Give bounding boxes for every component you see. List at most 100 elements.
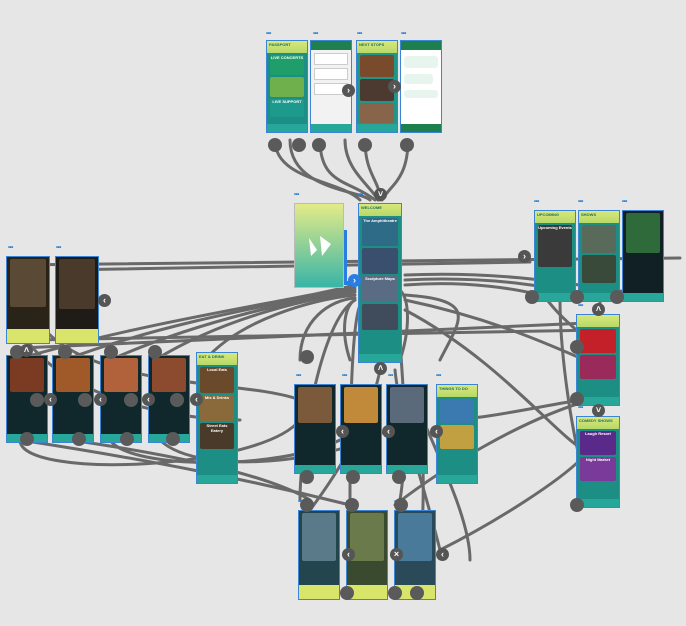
card-image[interactable]: The Amphitheatre	[362, 218, 398, 246]
map-screen[interactable]	[6, 256, 50, 344]
tab-bar[interactable]	[359, 354, 401, 362]
connection-handle[interactable]	[300, 498, 314, 512]
card-image[interactable]: Upcoming Events	[538, 225, 572, 267]
connection-handle[interactable]	[300, 470, 314, 484]
connection-handle[interactable]	[148, 345, 162, 359]
tab-bar[interactable]	[623, 293, 663, 301]
connection-handle[interactable]	[610, 290, 624, 304]
chevron-right-icon[interactable]: ›	[518, 250, 531, 263]
chevron-left-icon[interactable]: ‹	[98, 294, 111, 307]
chevron-left-icon[interactable]: ‹	[142, 393, 155, 406]
chevron-right-icon[interactable]: ›	[388, 80, 401, 93]
live-support-screen[interactable]	[400, 40, 442, 133]
connection-handle[interactable]	[400, 138, 414, 152]
card-image[interactable]	[362, 304, 398, 330]
gallery-screen[interactable]	[298, 510, 340, 600]
card-image[interactable]: Street Eats Eatery	[200, 423, 234, 449]
card-image[interactable]: Mix & Drinks	[200, 395, 234, 421]
connection-handle[interactable]	[312, 138, 326, 152]
chevron-left-icon[interactable]: ‹	[190, 393, 203, 406]
form-field[interactable]	[314, 68, 348, 80]
connection-handle[interactable]	[570, 392, 584, 406]
card-image[interactable]	[360, 55, 394, 77]
chevron-left-icon[interactable]: ‹	[94, 393, 107, 406]
card-image[interactable]: LIVE SUPPORT	[270, 99, 304, 117]
connection-handle[interactable]	[124, 393, 138, 407]
connection-handle[interactable]	[410, 586, 424, 600]
connection-handle[interactable]	[392, 470, 406, 484]
connection-handle[interactable]	[72, 432, 86, 446]
card-image[interactable]	[580, 355, 616, 379]
tab-bar[interactable]	[311, 124, 351, 132]
card-image[interactable]	[270, 77, 304, 97]
connection-handle[interactable]	[340, 586, 354, 600]
card-image[interactable]: LIVE CONCERTS	[270, 55, 304, 75]
connection-handle[interactable]	[346, 470, 360, 484]
connection-handle[interactable]	[525, 290, 539, 304]
card-image[interactable]: Laugh Resort	[580, 431, 616, 455]
tab-bar[interactable]	[535, 293, 575, 301]
connection-handle[interactable]	[104, 345, 118, 359]
connection-handle[interactable]	[345, 498, 359, 512]
chevron-left-icon[interactable]: ‹	[436, 548, 449, 561]
comedy-screen[interactable]: COMEDY SHOWS Laugh Resort Night Market	[576, 416, 620, 508]
connection-handle[interactable]	[78, 393, 92, 407]
form-field[interactable]	[314, 53, 348, 65]
chevron-down-icon[interactable]: ˅	[592, 404, 605, 417]
chevron-left-icon[interactable]: ‹	[336, 425, 349, 438]
chevron-up-icon[interactable]: ˄	[20, 344, 33, 357]
card-image[interactable]	[580, 329, 616, 353]
card-image[interactable]: Night Market	[580, 457, 616, 481]
tab-bar[interactable]	[401, 124, 441, 132]
event-screen[interactable]	[622, 210, 664, 302]
chevron-up-icon[interactable]: ˄	[374, 362, 387, 375]
chevron-left-icon[interactable]: ‹	[342, 548, 355, 561]
chevron-down-icon[interactable]: ˅	[374, 188, 387, 201]
connection-handle[interactable]	[570, 498, 584, 512]
connection-handle[interactable]	[358, 138, 372, 152]
chevron-left-icon[interactable]: ‹	[430, 425, 443, 438]
close-icon[interactable]: ×	[390, 548, 403, 561]
tab-bar[interactable]	[437, 475, 477, 483]
connection-handle[interactable]	[120, 432, 134, 446]
card-image[interactable]	[582, 255, 616, 283]
tab-bar[interactable]	[357, 124, 397, 132]
welcome-screen[interactable]: WELCOME The Amphitheatre Sculpture Maps	[358, 203, 402, 363]
location-screen[interactable]	[55, 256, 99, 344]
splash-screen[interactable]	[294, 203, 344, 288]
card-image[interactable]	[360, 103, 394, 123]
eat-drink-screen[interactable]: EAT & DRINK Local Eats Mix & Drinks Stre…	[196, 352, 238, 484]
card-image[interactable]: Local Eats	[200, 367, 234, 393]
card-image[interactable]	[440, 399, 474, 423]
card-image[interactable]	[440, 425, 474, 449]
upcoming-screen[interactable]: UPCOMING Upcoming Events	[534, 210, 576, 302]
connection-handle[interactable]	[30, 393, 44, 407]
chevron-left-icon[interactable]: ‹	[44, 393, 57, 406]
tab-bar[interactable]	[197, 475, 237, 483]
chevron-up-icon[interactable]: ˄	[592, 303, 605, 316]
connection-handle[interactable]	[300, 350, 314, 364]
connection-handle[interactable]	[570, 340, 584, 354]
tab-bar[interactable]	[267, 124, 307, 132]
connection-handle[interactable]	[388, 586, 402, 600]
bottom-sheet[interactable]	[299, 585, 339, 599]
card-image[interactable]	[582, 225, 616, 253]
bottom-sheet[interactable]	[56, 329, 98, 343]
chevron-right-icon[interactable]: ›	[348, 274, 361, 287]
connection-handle[interactable]	[570, 290, 584, 304]
bottom-sheet[interactable]	[7, 329, 49, 343]
featured-screen[interactable]	[576, 314, 620, 406]
connection-handle[interactable]	[166, 432, 180, 446]
connection-handle[interactable]	[394, 498, 408, 512]
connection-handle[interactable]	[58, 345, 72, 359]
passport-screen[interactable]: PASSPORT LIVE CONCERTS LIVE SUPPORT	[266, 40, 308, 133]
chevron-right-icon[interactable]: ›	[342, 84, 355, 97]
venue-screen[interactable]	[294, 384, 336, 474]
connection-handle[interactable]	[20, 432, 34, 446]
card-image[interactable]	[362, 248, 398, 274]
card-image[interactable]: Sculpture Maps	[362, 276, 398, 302]
shows-screen[interactable]: SHOWS	[578, 210, 620, 302]
chevron-left-icon[interactable]: ‹	[382, 425, 395, 438]
connection-handle[interactable]	[268, 138, 282, 152]
